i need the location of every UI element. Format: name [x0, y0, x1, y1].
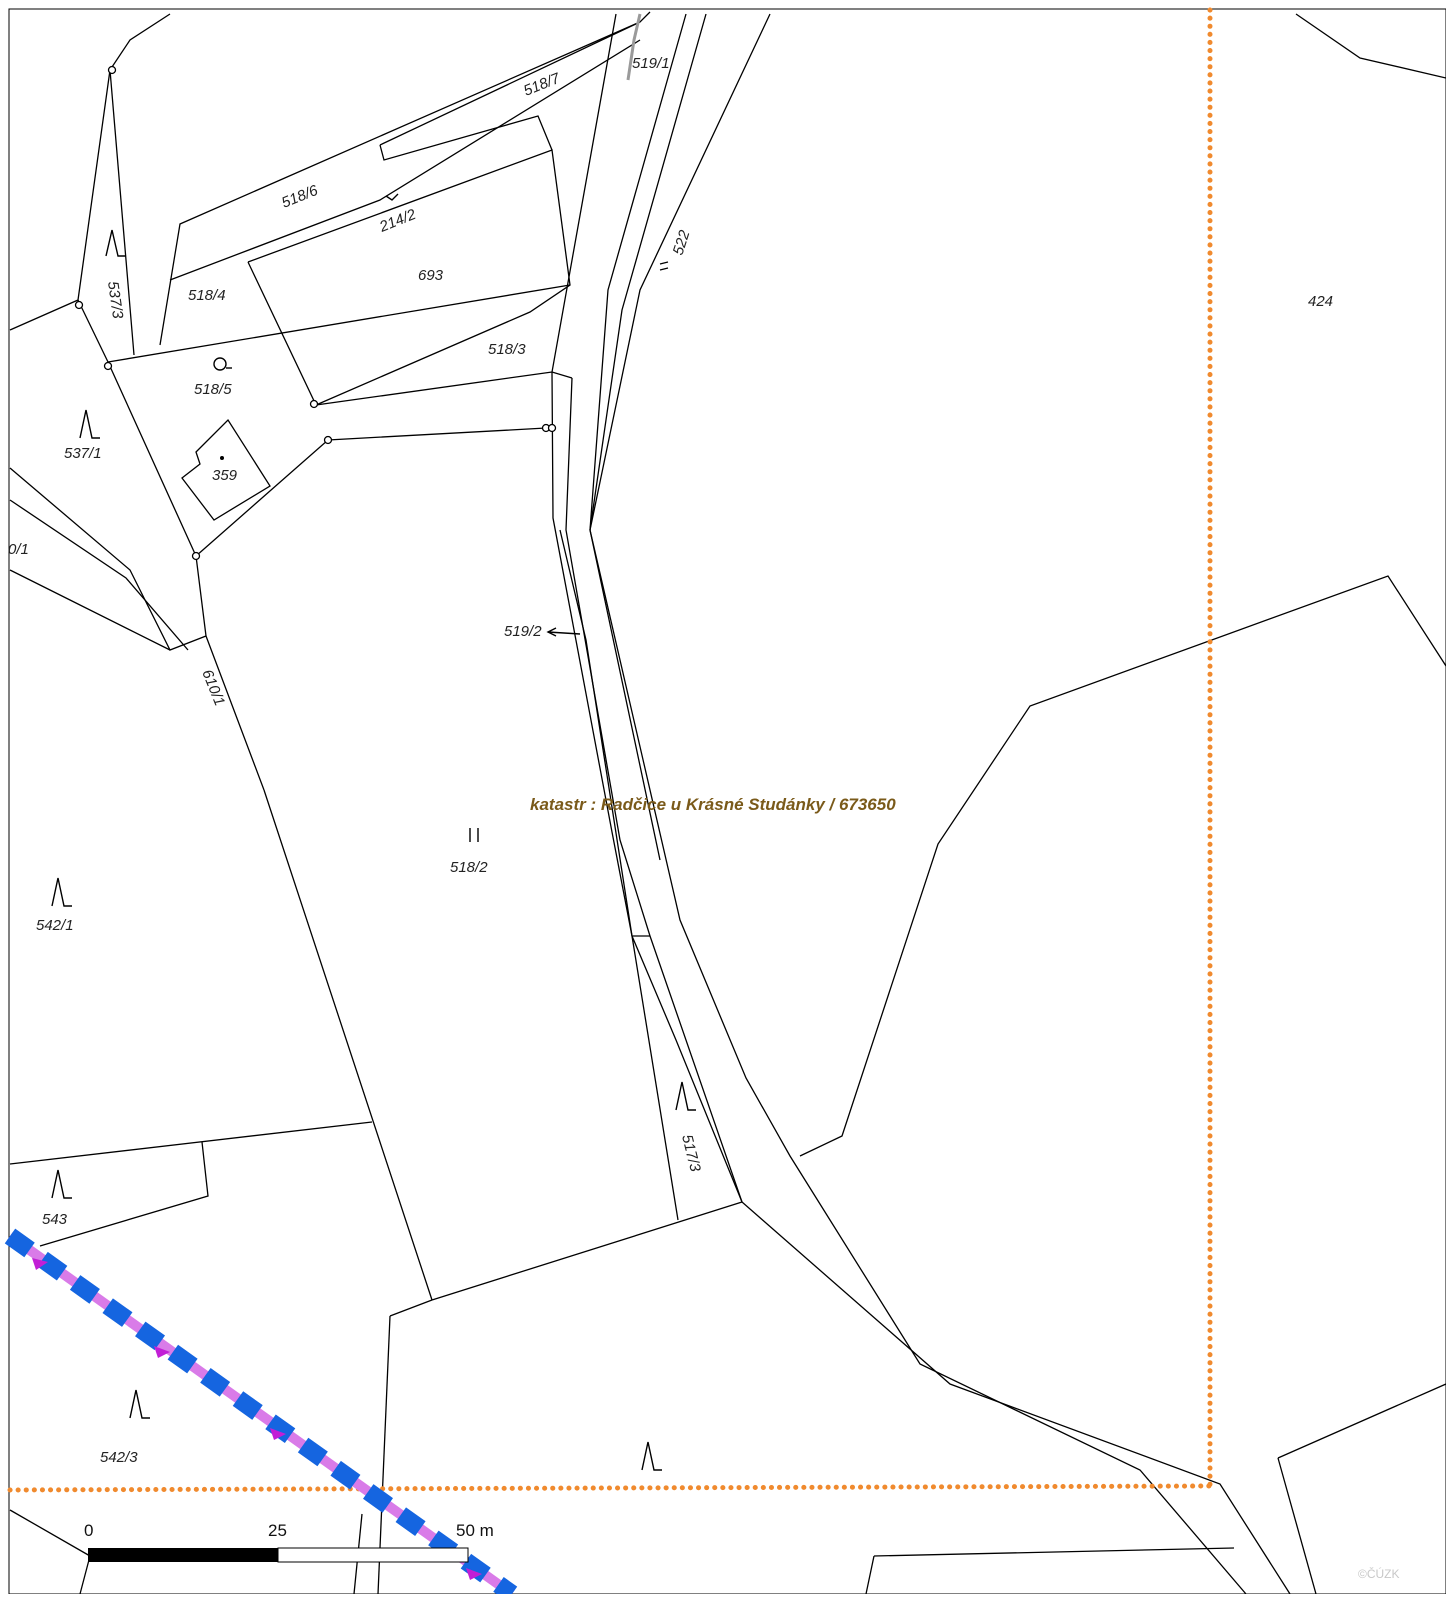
route-line	[4, 1228, 518, 1599]
scale-label-25: 25	[268, 1521, 287, 1540]
cadastre-boundary	[7, 7, 1213, 1493]
parcel-label-542-3: 542/3	[100, 1449, 138, 1466]
land-use-symbols	[51, 13, 696, 1471]
parcel-label-518-2: 518/2	[450, 859, 488, 876]
parcel-label-537-1: 537/1	[64, 445, 102, 462]
house-point	[220, 456, 224, 460]
parcel-label-518-3: 518/3	[488, 341, 526, 358]
parcel-label-519-1: 519/1	[632, 55, 670, 72]
scale-label-0: 0	[84, 1521, 93, 1540]
parcel-label-424: 424	[1308, 293, 1333, 310]
parcel-label-543: 543	[42, 1211, 68, 1228]
parcel-label-518-5: 518/5	[194, 381, 232, 398]
parcel-label-359: 359	[212, 467, 238, 484]
parcel-label-0-1: 0/1	[8, 541, 29, 558]
scale-label-50: 50 m	[456, 1521, 494, 1540]
survey-points	[74, 65, 557, 561]
parcel-boundaries	[9, 11, 1446, 1595]
parcel-label-693: 693	[418, 267, 444, 284]
parcel-label-542-1: 542/1	[36, 917, 74, 934]
parcel-label-537-3: 537/3	[104, 280, 126, 320]
parcel-label-519-2: 519/2	[504, 623, 542, 640]
parcel-label-518-4: 518/4	[188, 287, 226, 304]
cadastre-name-label: katastr : Radčice u Krásné Studánky / 67…	[530, 795, 896, 814]
watermark: ©ČÚZK	[1358, 1566, 1400, 1581]
scale-bar: 0 25 50 m	[84, 1521, 494, 1563]
